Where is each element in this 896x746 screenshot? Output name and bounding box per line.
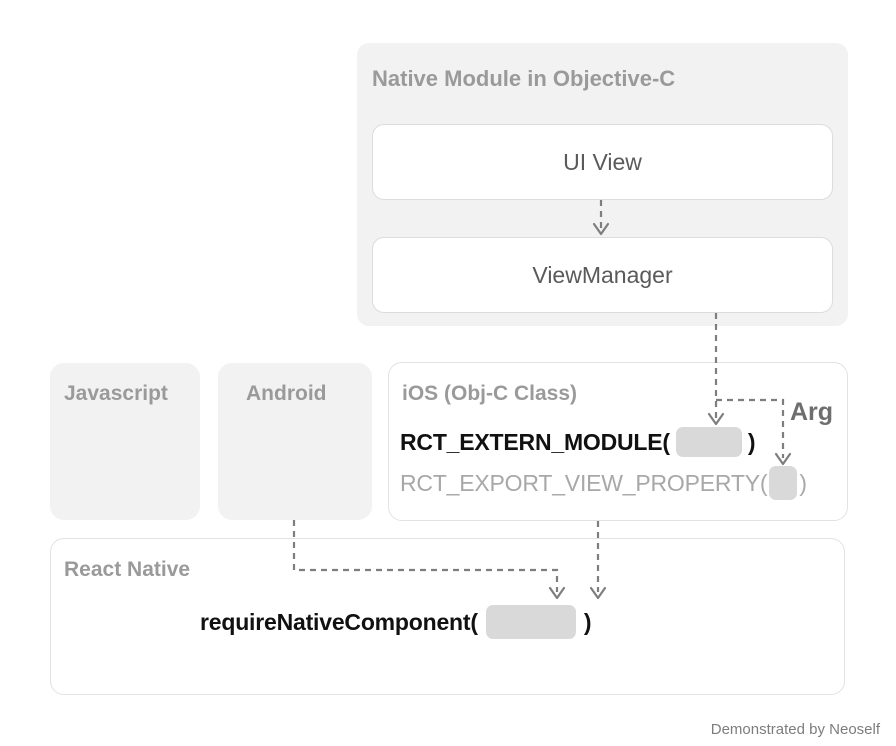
react-native-panel-title: React Native [64,558,191,581]
ui-view-label: UI View [563,148,642,175]
javascript-card [50,363,200,520]
arg-label: Arg [790,398,834,426]
javascript-card-title: Javascript [64,382,168,405]
require-native-component-line: requireNativeComponent( ) [200,605,592,639]
ios-panel-title: iOS (Obj-C Class) [402,382,578,405]
rct-extern-module-line: RCT_EXTERN_MODULE( ) [400,427,756,457]
require-native-component-suffix: ) [583,608,592,635]
android-card-title: Android [246,382,327,405]
rct-export-view-property-prefix: RCT_EXPORT_VIEW_PROPERTY( [400,469,768,496]
footer-credit: Demonstrated by Neoself [710,721,880,738]
native-module-panel-title: Native Module in Objective-C [372,66,676,91]
require-native-component-blank[interactable] [485,605,576,639]
rct-export-view-property-blank[interactable] [769,466,798,500]
view-manager-label: ViewManager [532,261,673,288]
rct-extern-module-blank[interactable] [675,427,742,457]
rct-export-view-property-line: RCT_EXPORT_VIEW_PROPERTY( ) [400,466,807,500]
rct-export-view-property-suffix: ) [799,469,807,496]
rct-extern-module-suffix: ) [747,428,756,455]
rct-extern-module-prefix: RCT_EXTERN_MODULE( [400,428,670,455]
android-card [218,363,372,520]
require-native-component-prefix: requireNativeComponent( [200,608,478,635]
ui-view-box: UI View [372,124,833,200]
view-manager-box: ViewManager [372,237,833,313]
